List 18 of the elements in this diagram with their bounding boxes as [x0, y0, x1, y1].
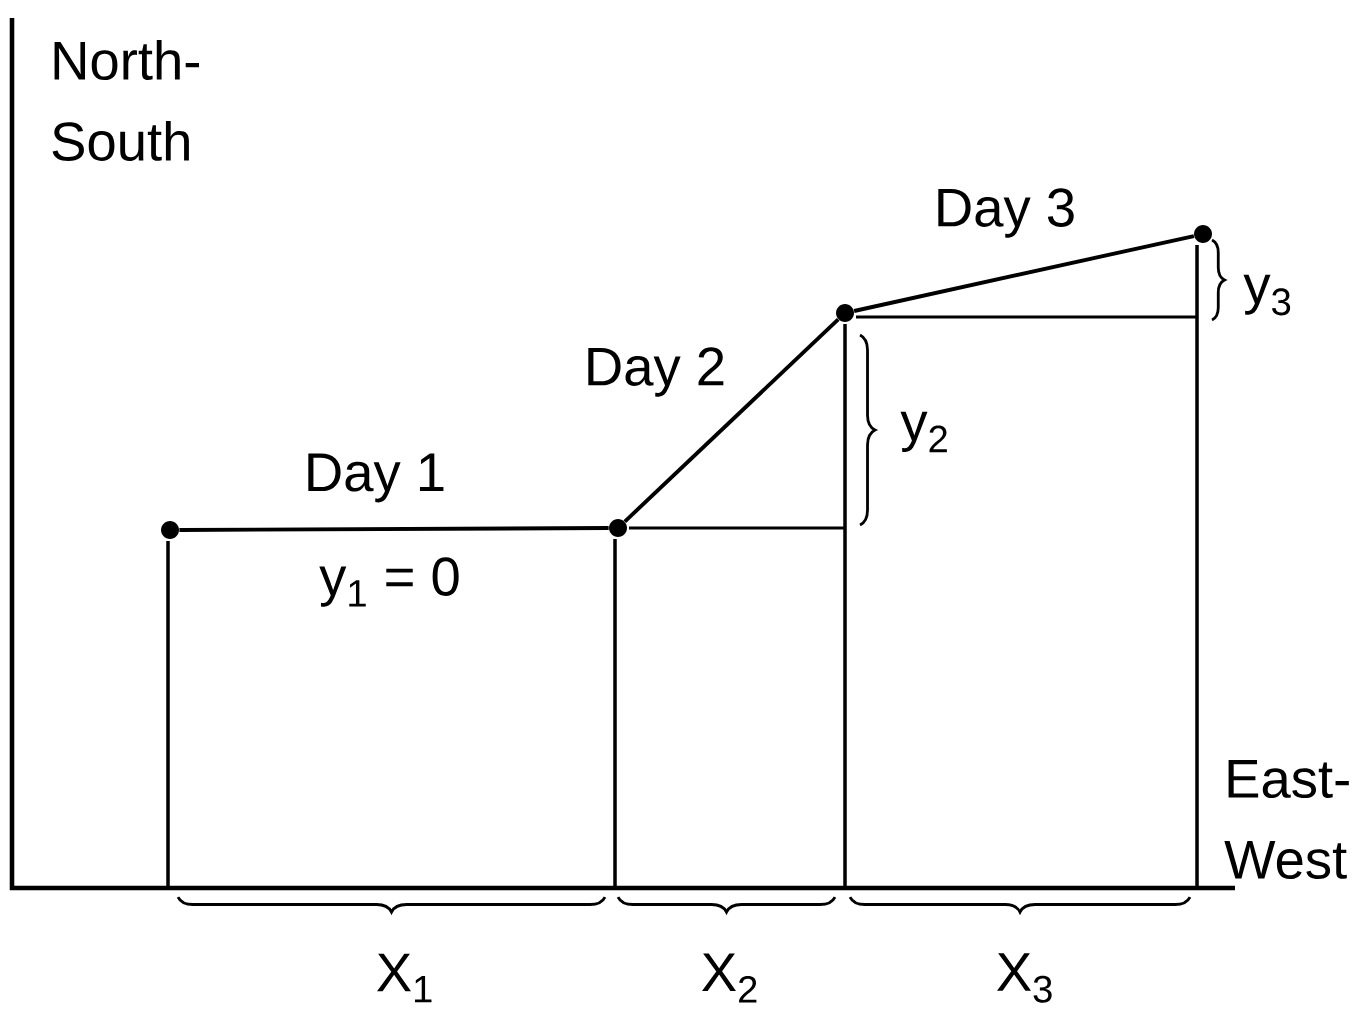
point	[161, 521, 179, 539]
distance-label: X$_{1}$	[377, 953, 432, 1003]
point	[609, 519, 627, 537]
point	[836, 304, 854, 322]
segment-label: Day 1	[308, 453, 444, 503]
point	[1194, 225, 1212, 243]
segment-label: Day 2	[588, 347, 724, 397]
distance-label: X$_{2}$	[702, 953, 757, 1003]
path-segment	[853, 234, 1195, 313]
height-label: y$_{2}$	[900, 411, 947, 453]
distance-label: X$_{3}$	[997, 953, 1052, 1003]
path-segment	[623, 318, 840, 523]
axis-label: North-South	[52, 40, 199, 161]
axis-label: East-West	[1224, 760, 1349, 879]
path-segment	[179, 526, 609, 532]
segment-label: Day 3	[938, 188, 1074, 238]
height-label: y$_{1}$ = 0	[319, 557, 459, 607]
height-label: y$_{3}$	[1243, 274, 1291, 316]
